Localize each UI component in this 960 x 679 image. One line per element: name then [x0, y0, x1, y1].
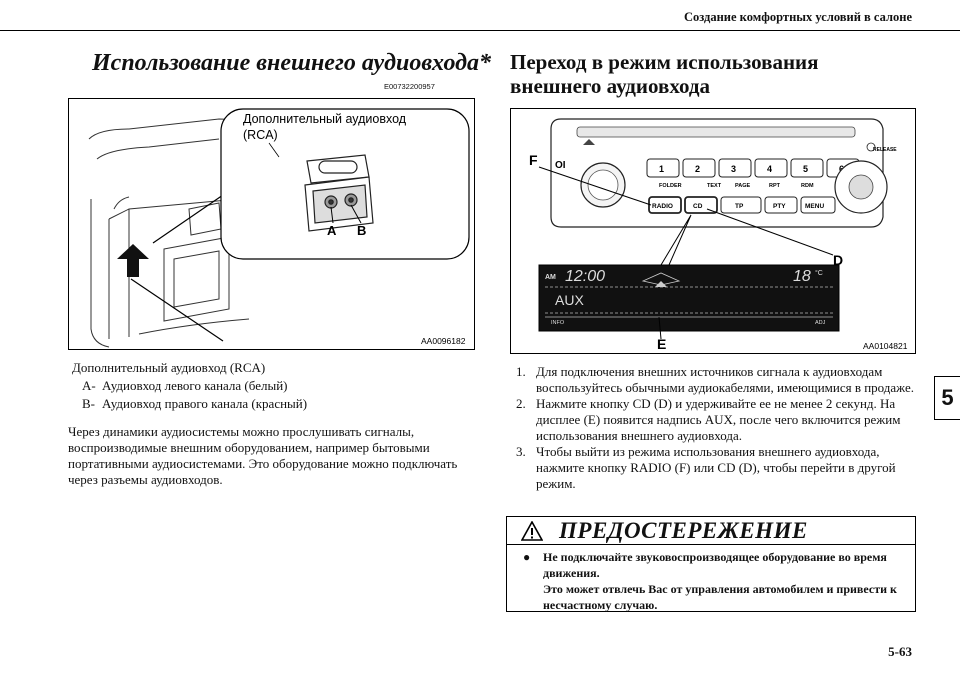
display-temp: 18 [793, 268, 811, 285]
label-d: D [833, 252, 843, 268]
section-title-external-input: Использование внешнего аудиовхода* [92, 50, 492, 76]
radio-button-label: RADIO [652, 203, 673, 210]
arrow-up-icon [117, 244, 149, 277]
warning-header: ПРЕДОСТЕРЕЖЕНИЕ [507, 517, 915, 545]
figure-code-right: AA0104821 [863, 341, 908, 351]
display-am: AM [545, 274, 556, 281]
display-info: INFO [551, 320, 565, 326]
display-clock: 12:00 [565, 268, 605, 285]
warning-line1: Не подключайте звуковоспроизводящее обор… [543, 550, 887, 580]
chapter-tab: 5 [934, 376, 960, 420]
label-f: F [529, 152, 538, 168]
warning-bullet: ● [523, 550, 531, 564]
body-paragraph: Через динамики аудиосистемы можно прослу… [68, 424, 458, 487]
audio-unit-illustration: OI 1 2 3 4 5 6 FOLDER TEXT PAGE RPT RDM [529, 118, 908, 352]
power-label: OI [555, 160, 566, 171]
label-page: PAGE [735, 183, 751, 189]
label-rpt: RPT [769, 183, 781, 189]
menu-button-label: MENU [805, 203, 824, 210]
figure-console-aux-input: Дополнительный аудиовход (RCA) A B AA009… [68, 98, 475, 350]
pty-button-label: PTY [773, 203, 786, 210]
preset-4: 4 [767, 164, 772, 174]
preset-1: 1 [659, 164, 664, 174]
step-item: 2.Нажмите кнопку CD (D) и удерживайте ее… [516, 396, 901, 443]
preset-2: 2 [695, 164, 700, 174]
cd-slot [576, 126, 856, 138]
caption-item-a-text: Аудиовход левого канала (белый) [102, 378, 288, 393]
eject-icon [583, 139, 595, 145]
figure-code-left: AA0096182 [421, 336, 466, 346]
cd-button-label: CD [693, 203, 703, 210]
console-illustration: Дополнительный аудиовход (RCA) A B AA009… [88, 108, 470, 348]
caption-item-b-text: Аудиовход правого канала (красный) [102, 396, 308, 411]
figure-audio-unit: OI 1 2 3 4 5 6 FOLDER TEXT PAGE RPT RDM [510, 108, 916, 354]
display-adj: ADJ [815, 320, 826, 326]
label-text: TEXT [707, 183, 722, 189]
warning-line2: Это может отвлечь Вас от управления авто… [543, 582, 897, 612]
preset-5: 5 [803, 164, 808, 174]
caption-item-a-key: A- [82, 378, 96, 393]
display-temp-unit: °C [815, 269, 823, 277]
callout-label-line2: (RCA) [243, 128, 278, 142]
lcd-display [538, 264, 840, 332]
step-item: 1.Для подключения внешних источников сиг… [516, 364, 915, 395]
label-a: A [327, 223, 337, 238]
warning-triangle-icon [521, 520, 543, 541]
section-title-aux-mode: Переход в режим использования внешнего а… [510, 50, 819, 98]
aux-jack-panel [304, 154, 374, 232]
callout-label-line1: Дополнительный аудиовход [243, 112, 407, 126]
preset-3: 3 [731, 164, 736, 174]
step-item: 3.Чтобы выйти из режима использования вн… [516, 444, 896, 491]
steps-list: 1.Для подключения внешних источников сиг… [516, 364, 926, 492]
section-code: E00732200957 [384, 82, 435, 91]
display-aux: AUX [555, 292, 584, 308]
caption-item-b-key: B- [82, 396, 95, 411]
header-rule [0, 30, 960, 31]
release-label: RELEASE [873, 147, 897, 153]
caption-title: Дополнительный аудиовход (RCA) [72, 360, 266, 375]
label-b: B [357, 223, 366, 238]
tp-button-label: TP [735, 203, 744, 210]
label-folder: FOLDER [659, 183, 682, 189]
page-number: 5-63 [888, 644, 912, 659]
warning-box: ПРЕДОСТЕРЕЖЕНИЕ ● Не подключайте звуково… [506, 516, 916, 612]
running-head: Создание комфортных условий в салоне [683, 10, 912, 24]
label-rdm: RDM [801, 183, 814, 189]
label-e: E [657, 336, 666, 352]
warning-title: ПРЕДОСТЕРЕЖЕНИЕ [559, 517, 808, 543]
warning-body: ● Не подключайте звуковоспроизводящее об… [523, 549, 908, 613]
